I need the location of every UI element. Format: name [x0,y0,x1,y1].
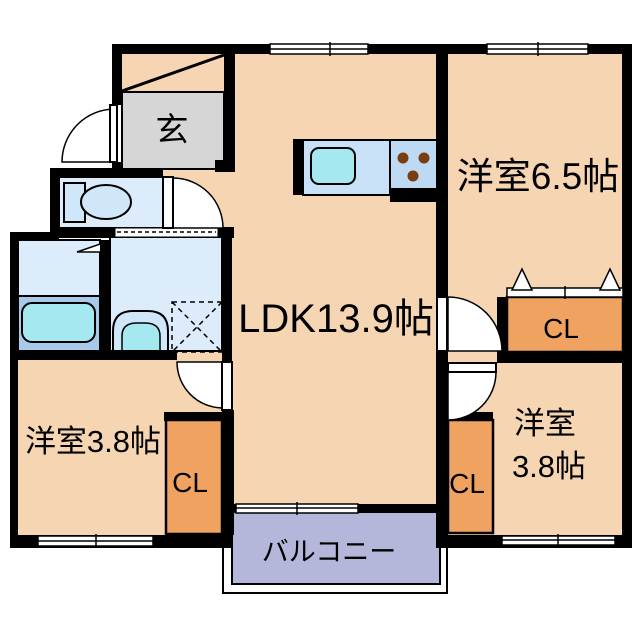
closet-ne-track [506,286,624,299]
wall-segment [448,44,487,54]
balcony-label: バルコニー [262,537,396,567]
entrance-label: 玄 [156,111,189,148]
room-labels: LDK13.9帖 洋室6.5帖 洋室3.8帖 洋室 3.8帖 玄 バルコニー C… [25,111,619,567]
burner-dot-icon [397,152,409,164]
wall-segment [222,410,234,535]
wall-segment [215,160,235,172]
wall-segment [112,44,235,54]
wall-segment [18,232,59,240]
balcony-sliding-door [235,502,359,515]
burner-dot-icon [418,152,430,164]
wall-segment [232,504,236,513]
wall-segment [293,139,303,195]
entrance-step-line [121,53,225,93]
wall-segment [497,297,507,352]
wall-segment [218,227,234,238]
closet-se-label: CL [449,468,485,499]
window-top-bedroom-ne [486,42,589,56]
wall-segment [50,177,59,232]
toilet-door-swing [162,176,224,229]
closet-ne-label: CL [543,313,579,344]
wall-segment [100,240,110,350]
bedroom-se-label-line2: 3.8帖 [512,449,586,484]
bathtub-icon [21,302,96,343]
wall-segment [448,412,493,421]
wall-segment [222,238,232,362]
wall-segment [436,352,448,363]
kitchen-counter [302,139,438,196]
bedroom-ne-door-swing [436,296,503,352]
wall-segment [235,44,270,54]
ldk-label: LDK13.9帖 [238,297,434,341]
toilet-bowl-icon [80,184,132,220]
bedroom-sw-label: 洋室3.8帖 [25,424,161,459]
window-bottom-bedroom-se [501,534,616,547]
kitchen-sink-icon [310,147,356,185]
bedroom-sw-door-swing [176,361,233,411]
closet-ne-folding-door-marks [510,267,622,291]
doors [61,104,622,421]
closets [164,295,625,536]
wall-segment [436,54,448,297]
burner-dot-icon [407,170,419,182]
bedroom-se-label-line1: 洋室 [514,406,576,441]
walls [10,44,632,548]
wall-segment [59,227,115,238]
wall-segment [224,54,235,160]
wall-segment [368,44,448,54]
closet-sw [164,418,224,536]
wall-segment [358,504,437,513]
wall-segment [497,352,632,363]
wall-segment [436,363,448,535]
wall-segment [164,412,234,421]
closet-se [446,418,495,535]
closet-sw-label: CL [172,467,208,498]
window-top-ldk [269,42,369,56]
entrance-door-swing [61,104,118,163]
wall-segment [390,188,437,202]
bedroom-ne-label: 洋室6.5帖 [457,156,619,197]
wall-segment [588,44,632,54]
kitchen-stove-section [389,139,438,190]
windows [37,42,624,548]
wall-segment [10,350,177,360]
wall-segment [112,54,122,105]
wall-segment [10,232,18,548]
washroom-accordion-door [114,227,219,238]
wall-segment [50,168,163,177]
bedroom-se-door-swing [447,362,497,421]
closet-ne [505,295,625,354]
fixtures [21,182,223,353]
wash-basin-bowl-icon [121,322,161,353]
wall-segment [622,54,632,548]
window-bottom-bedroom-sw [37,534,154,548]
